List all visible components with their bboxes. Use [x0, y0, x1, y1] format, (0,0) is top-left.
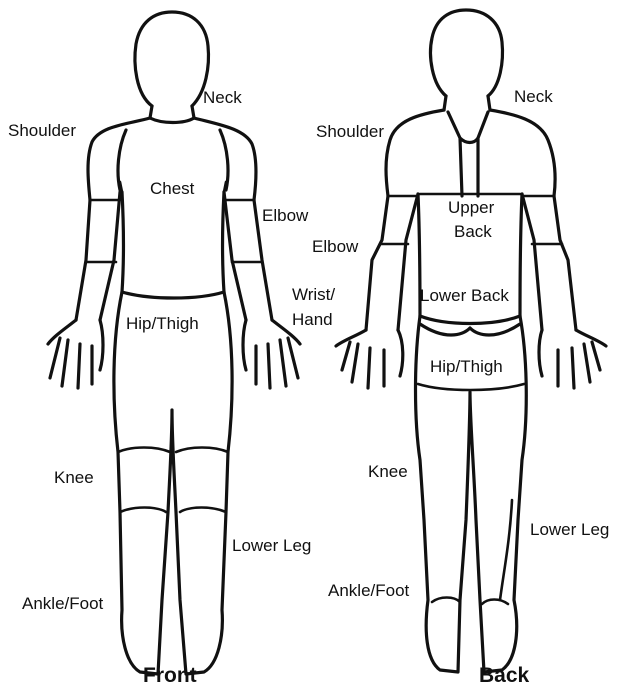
back-neck-label: Neck	[514, 87, 553, 107]
back-ankle-foot-label: Ankle/Foot	[328, 581, 409, 601]
front-hand-label: Hand	[292, 310, 333, 330]
back-elbow-label: Elbow	[312, 237, 358, 257]
front-lower-leg-label: Lower Leg	[232, 536, 311, 556]
front-hip-thigh-label: Hip/Thigh	[126, 314, 199, 334]
back-lower-back-label: Lower Back	[420, 286, 509, 306]
front-title: Front	[143, 664, 197, 688]
back-left-hand	[336, 330, 403, 388]
front-wrist-label: Wrist/	[292, 285, 335, 305]
front-elbow-label: Elbow	[262, 206, 308, 226]
back-buttocks	[420, 316, 520, 335]
front-neck-band	[150, 118, 194, 123]
back-heels	[432, 598, 508, 605]
front-neck-label: Neck	[203, 88, 242, 108]
back-figure	[336, 10, 606, 672]
back-shoulder-label: Shoulder	[316, 122, 384, 142]
back-torso	[386, 110, 555, 196]
front-right-hand	[243, 320, 300, 388]
front-neck	[150, 106, 194, 118]
back-knee-label: Knee	[368, 462, 408, 482]
front-shoulder-label: Shoulder	[8, 121, 76, 141]
front-legs	[114, 292, 232, 674]
back-left-arm	[366, 194, 418, 330]
front-left-arm	[76, 192, 120, 320]
back-head	[431, 10, 503, 96]
front-figure	[48, 12, 300, 674]
back-hip-border	[418, 384, 524, 390]
front-chest-label: Chest	[150, 179, 194, 199]
back-right-arm	[522, 194, 576, 330]
back-upper-label: Upper	[448, 198, 494, 218]
back-calf-line	[500, 500, 512, 600]
front-left-hand	[48, 320, 103, 388]
back-lower-leg-label: Lower Leg	[530, 520, 609, 540]
back-neck	[444, 96, 490, 110]
front-knee-label: Knee	[54, 468, 94, 488]
back-title: Back	[479, 664, 529, 688]
front-torso-sides	[122, 192, 224, 292]
back-right-hand	[539, 330, 606, 388]
front-hip-band	[122, 292, 224, 298]
back-hip-thigh-label: Hip/Thigh	[430, 357, 503, 377]
back-trapezius	[448, 112, 488, 196]
front-ankle-foot-label: Ankle/Foot	[22, 594, 103, 614]
front-head	[135, 12, 209, 106]
back-back-label: Back	[454, 222, 492, 242]
